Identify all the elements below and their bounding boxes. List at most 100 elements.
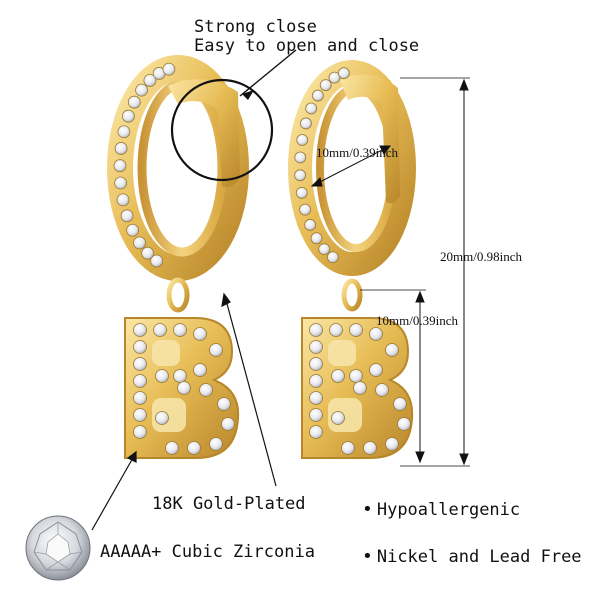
pave-stone <box>309 391 323 405</box>
pave-stone <box>304 219 317 231</box>
left-earring <box>107 55 249 459</box>
pave-stone <box>397 417 411 431</box>
hoop-diameter-arrow-b <box>379 145 391 155</box>
right-hoop-inner-band <box>316 84 396 252</box>
pendant-arrow-top <box>415 290 425 303</box>
hoop-diameter-arrow-a <box>310 177 323 187</box>
plating-leader-arrow <box>221 292 231 308</box>
pave-stone <box>133 340 147 354</box>
pave-stone <box>133 357 147 371</box>
leader-lines <box>91 292 277 531</box>
right-pendant-stones <box>309 323 411 455</box>
pave-stone <box>349 323 363 337</box>
pave-stone <box>135 83 148 97</box>
pave-stone <box>309 323 323 337</box>
pave-stone <box>155 411 169 425</box>
bullet-icon: • <box>362 499 373 520</box>
pave-stone <box>217 397 231 411</box>
hoop-diameter-line <box>311 145 391 187</box>
right-jump-ring <box>341 278 363 312</box>
stone-label: AAAAA+ Cubic Zirconia <box>100 542 315 562</box>
close-callout-subtitle: Easy to open and close <box>194 36 420 56</box>
pave-stone <box>209 343 223 357</box>
left-hoop-stones <box>113 62 176 268</box>
pave-stone <box>341 441 355 455</box>
pave-stone <box>310 232 323 245</box>
pave-stone <box>153 323 167 337</box>
pave-stone <box>117 125 131 139</box>
stone-leader-arrow <box>126 450 137 463</box>
pave-stone <box>141 246 155 260</box>
pave-stone <box>133 425 147 439</box>
left-hoop-inner-band <box>137 79 227 257</box>
left-latch <box>168 79 240 187</box>
right-hoop <box>288 60 416 276</box>
pave-stone <box>150 254 164 268</box>
total-arrow-bottom <box>459 453 469 466</box>
stone-leader-line <box>91 455 135 531</box>
dimension-lines <box>310 77 470 467</box>
pave-stone <box>353 381 367 395</box>
pave-stone <box>337 67 350 80</box>
feature-hypoallergenic: •Hypoallergenic <box>362 499 521 520</box>
pave-stone <box>309 408 323 422</box>
left-pendant <box>124 317 240 459</box>
plating-leader-line <box>225 299 277 487</box>
pave-stone <box>309 425 323 439</box>
total-arrow-top <box>459 78 469 91</box>
right-earring <box>288 60 416 459</box>
pave-stone <box>173 369 187 383</box>
total-length-label: 20mm/0.98inch <box>440 249 522 264</box>
pave-stone <box>133 374 147 388</box>
pave-stone <box>309 357 323 371</box>
pave-stone <box>294 169 307 182</box>
pave-stone <box>318 243 331 256</box>
left-jump-ring <box>166 277 190 313</box>
hoop-dimension-label: 10mm/0.39inch <box>316 145 398 160</box>
pave-stone <box>300 117 312 130</box>
round-diamond-icon <box>25 515 91 581</box>
pave-stone <box>116 193 130 207</box>
pave-stone <box>221 417 235 431</box>
pave-stone <box>121 109 135 123</box>
pave-stone <box>305 102 318 115</box>
pave-stone <box>114 142 128 155</box>
pave-stone <box>296 134 309 146</box>
magnifier-circle-icon <box>170 49 297 182</box>
pave-stone <box>133 323 147 337</box>
pave-stone <box>363 441 377 455</box>
pave-stone <box>165 441 179 455</box>
pendant-height-label: 10mm/0.39inch <box>376 313 458 328</box>
plating-label: 18K Gold-Plated <box>152 494 306 514</box>
pave-stone <box>309 374 323 388</box>
right-hoop-stones <box>294 67 350 264</box>
pave-stone <box>393 397 407 411</box>
pave-stone <box>114 176 128 190</box>
pave-stone <box>133 391 147 405</box>
pave-stone <box>120 209 134 223</box>
pave-stone <box>349 369 363 383</box>
pave-stone <box>311 89 324 102</box>
pave-stone <box>331 369 345 383</box>
pave-stone <box>177 381 191 395</box>
pave-stone <box>113 159 127 173</box>
pave-stone <box>209 437 223 451</box>
pave-stone <box>199 383 213 397</box>
pave-stone <box>385 437 399 451</box>
pave-stone <box>193 363 207 377</box>
right-latch <box>340 74 400 204</box>
pave-stone <box>143 74 157 87</box>
pave-stone <box>187 441 201 455</box>
right-pendant <box>301 317 414 459</box>
pendant-arrow-bottom <box>415 451 425 464</box>
pave-stone <box>309 340 323 354</box>
pave-stone <box>319 79 332 92</box>
feature-nickel-lead-free: •Nickel and Lead Free <box>362 546 582 567</box>
pave-stone <box>193 327 207 341</box>
pave-stone <box>126 223 140 237</box>
pave-stone <box>162 62 176 76</box>
pave-stone <box>127 95 141 109</box>
pave-stone <box>369 363 383 377</box>
pave-stone <box>299 203 312 216</box>
